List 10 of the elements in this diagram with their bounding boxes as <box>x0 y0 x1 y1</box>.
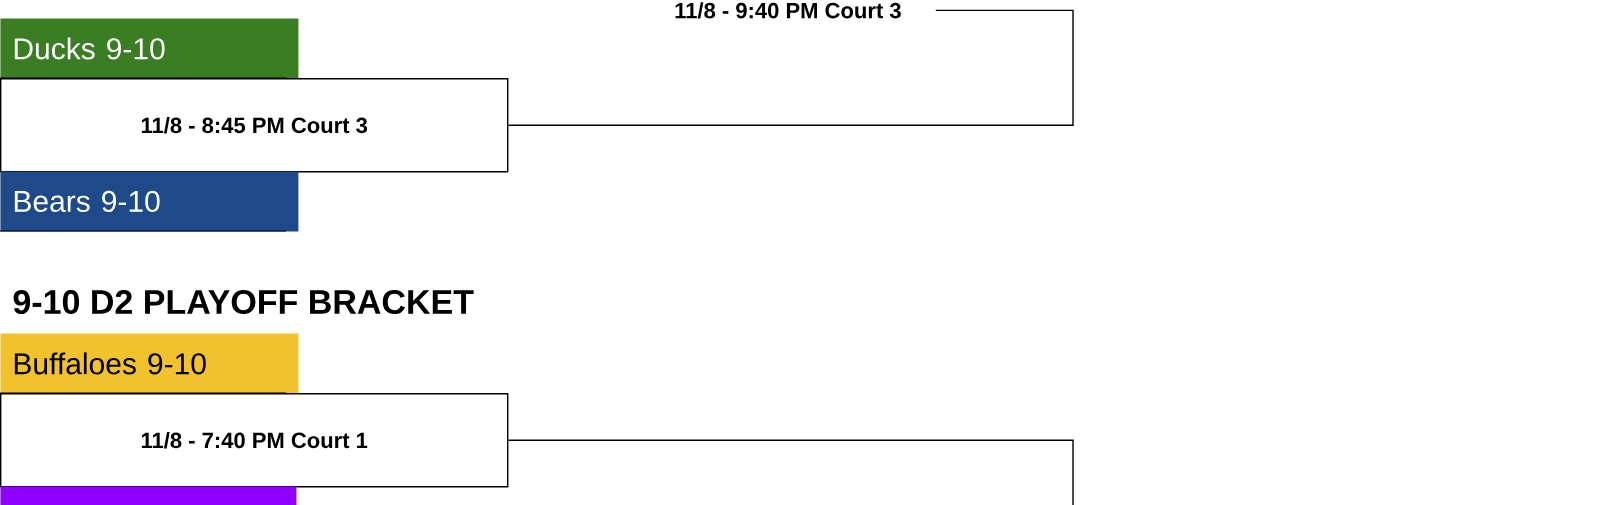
team-box: Buffaloes 9-10 <box>0 333 299 394</box>
match-box: 11/8 - 8:45 PM Court 3 <box>0 78 509 173</box>
bracket-line <box>507 9 1074 126</box>
match-box: 11/8 - 7:40 PM Court 1 <box>0 393 509 488</box>
match-label: 11/8 - 9:40 PM Court 3 <box>675 2 901 19</box>
team-box: Ducks 9-10 <box>0 18 299 79</box>
team-box: Bears 9-10 <box>0 171 299 232</box>
heading: 9-10 D2 PLAYOFF BRACKET <box>13 289 474 315</box>
bracket-line <box>507 439 1074 505</box>
team-box <box>0 486 297 505</box>
